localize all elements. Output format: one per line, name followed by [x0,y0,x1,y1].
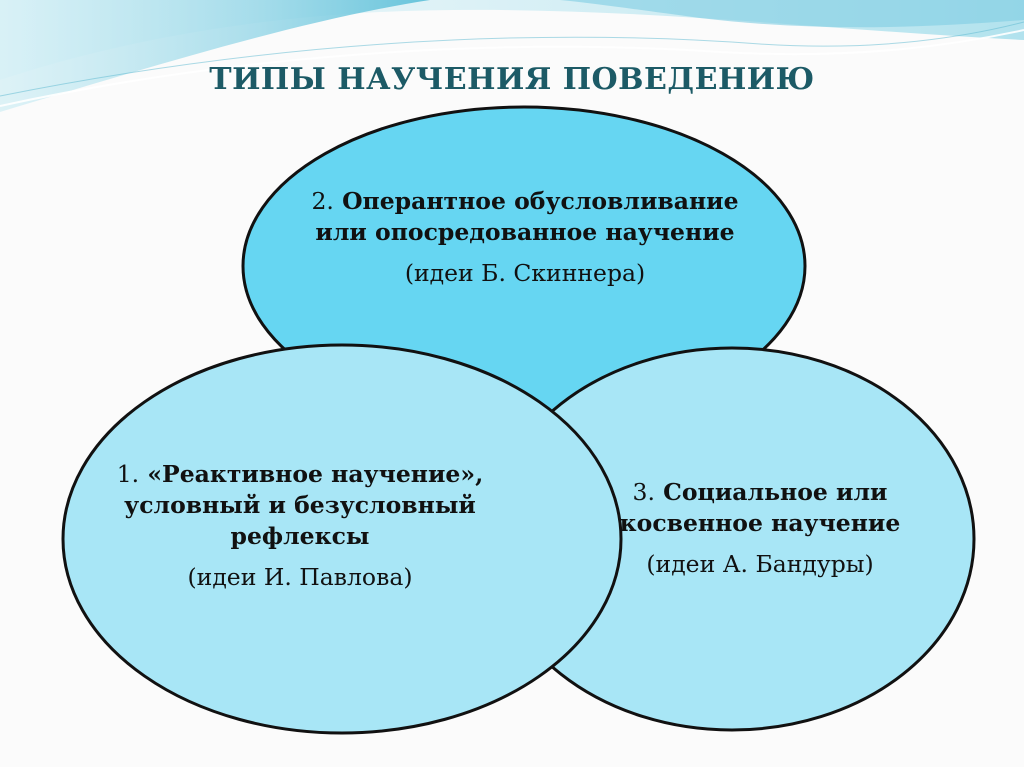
reactive-number: 1. [116,460,140,488]
header-wave-line [0,21,1024,97]
header-wave [560,0,1024,28]
slide-title: ТИПЫ НАУЧЕНИЯ ПОВЕДЕНИЮ [209,62,815,97]
operant-number: 2. [311,187,334,215]
social-number: 3. [632,478,655,506]
reactive-author: (идеи И. Павлова) [187,563,413,591]
header-wave-line [0,29,1024,107]
operant-author: (идеи Б. Скиннера) [404,259,646,287]
social-name: Социальное или косвенное научение [619,478,901,537]
header-wave [0,0,430,112]
reactive-name: «Реактивное научение», условный и безусл… [124,460,484,550]
operant-learning-label: 2. Оперантное обусловливание или опосред… [300,186,750,289]
operant-name: Оперантное обусловливание или опосредова… [315,187,739,246]
social-learning-label: 3. Социальное или косвенное научение (ид… [610,477,910,580]
reactive-learning-label: 1. «Реактивное научение», условный и без… [115,459,485,593]
circle-reactive [61,343,623,735]
social-author: (идеи А. Бандуры) [646,550,874,578]
